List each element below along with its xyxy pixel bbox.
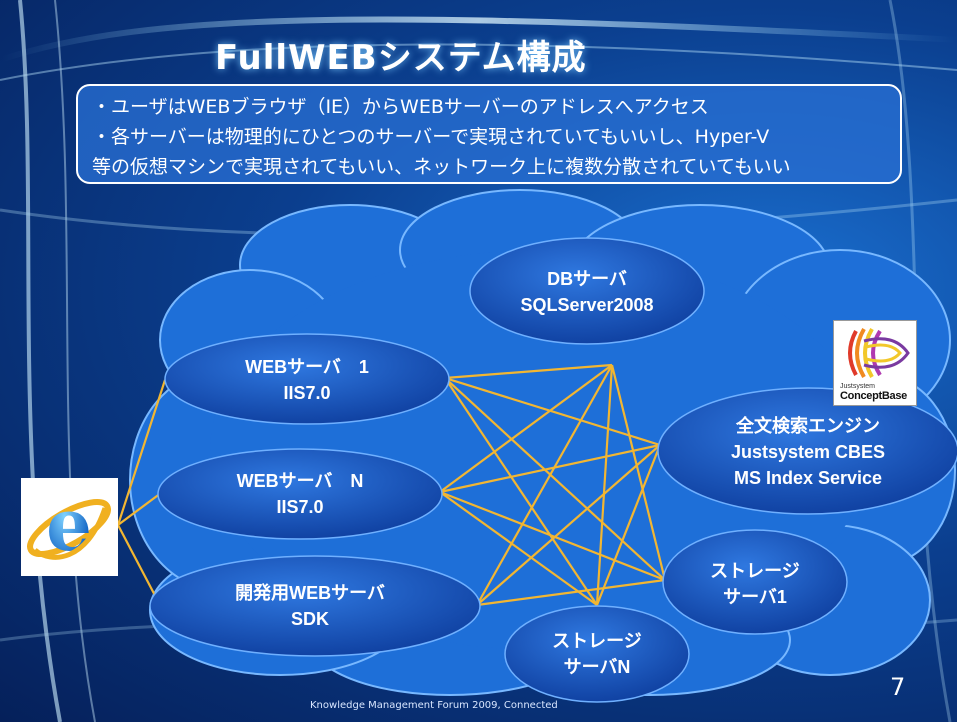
- dev-web-server-shape: [149, 555, 481, 657]
- page-number: 7: [890, 673, 906, 701]
- info-box: ・ユーザはWEBブラウザ（IE）からWEBサーバーのアドレスへアクセス ・各サー…: [76, 84, 902, 184]
- search-engine-name: 全文検索エンジン: [736, 416, 880, 436]
- web-server-1-shape: [164, 333, 450, 425]
- db-server-node: DBサーバ SQLServer2008: [490, 256, 684, 328]
- web-server-1-node: WEBサーバ 1 IIS7.0: [195, 352, 419, 408]
- info-line-3: 等の仮想マシンで実現されてもいい、ネットワーク上に複数分散されていてもいい: [92, 156, 791, 178]
- search-engine-shape: [657, 387, 957, 515]
- db-server-shape: [469, 237, 705, 345]
- storage-server-1-node: ストレージ サーバ1: [690, 556, 820, 612]
- info-line-1: ・ユーザはWEBブラウザ（IE）からWEBサーバーのアドレスへアクセス: [92, 96, 709, 118]
- storage-server-1-line-2: サーバ1: [723, 587, 787, 607]
- storage-server-1-shape: [662, 529, 848, 635]
- slide-title: FullWEBシステム構成: [215, 38, 587, 78]
- storage-server-n-shape: [504, 605, 690, 703]
- internet-explorer-icon: e: [21, 478, 118, 576]
- logo-company-text: Justsystem: [840, 383, 876, 390]
- storage-server-1-line-1: ストレージ: [710, 561, 800, 581]
- web-server-1-name: WEBサーバ 1: [245, 357, 369, 377]
- web-server-n-node: WEBサーバ N IIS7.0: [188, 466, 412, 522]
- info-line-2: ・各サーバーは物理的にひとつのサーバーで実現されていてもいいし、Hyper-V: [92, 126, 770, 148]
- search-engine-product-2: MS Index Service: [733, 468, 883, 488]
- db-server-name: DBサーバ: [547, 269, 627, 289]
- db-server-software: SQLServer2008: [520, 295, 654, 315]
- conceptbase-logo: Justsystem ConceptBase: [833, 320, 917, 406]
- footer-text: Knowledge Management Forum 2009, Connect…: [310, 700, 558, 711]
- dev-web-server-node: 開発用WEBサーバ SDK: [195, 578, 425, 634]
- web-server-1-software: IIS7.0: [283, 383, 331, 403]
- dev-web-server-software: SDK: [290, 609, 329, 629]
- search-engine-product-1: Justsystem CBES: [730, 442, 886, 462]
- logo-product-text: ConceptBase: [840, 390, 907, 402]
- storage-server-n-line-2: サーバN: [563, 657, 631, 677]
- web-server-n-software: IIS7.0: [276, 497, 324, 517]
- node-shapes: [149, 237, 957, 703]
- web-server-n-name: WEBサーバ N: [236, 471, 364, 491]
- storage-server-n-node: ストレージ サーバN: [532, 626, 662, 682]
- web-server-n-shape: [157, 448, 443, 540]
- connector-lines: [116, 363, 667, 607]
- dev-web-server-name: 開発用WEBサーバ: [235, 583, 385, 603]
- search-engine-node: 全文検索エンジン Justsystem CBES MS Index Servic…: [690, 412, 926, 492]
- storage-server-n-line-1: ストレージ: [552, 631, 642, 651]
